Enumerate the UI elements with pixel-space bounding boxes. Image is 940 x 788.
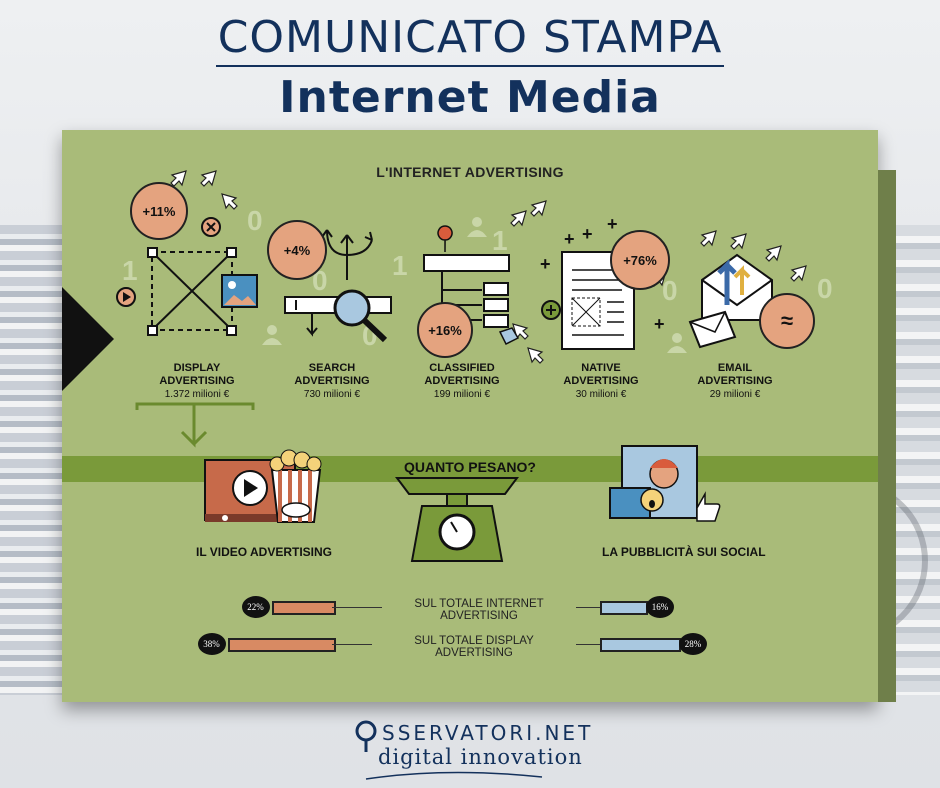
growth-badge-native: +76% [610, 230, 670, 290]
svg-text:+: + [540, 254, 551, 274]
social-advertising-label: LA PUBBLICITÀ SUI SOCIAL [602, 545, 766, 559]
growth-badge-display: +11% [130, 182, 188, 240]
image-icon [221, 274, 258, 308]
infographic-title: L'INTERNET ADVERTISING [376, 164, 564, 180]
classified-icon [423, 225, 520, 346]
left-arrow-icon [62, 287, 114, 391]
logo-swoosh [365, 771, 543, 780]
video-bar [271, 601, 336, 615]
email-icon [688, 253, 773, 349]
comparison-row-internet: 22% SUL TOTALE INTERNET ADVERTISING 16% [62, 595, 878, 622]
header-subtitle: Internet Media [279, 72, 661, 123]
growth-badge-classified: +16% [417, 302, 473, 358]
person-silhouettes [262, 217, 687, 353]
play-icon [116, 287, 136, 307]
growth-badge-email: ≈ [759, 293, 815, 349]
social-percent-badge: 28% [679, 633, 707, 655]
osservatori-logo: SSERVATORI.NET digital innovation [354, 719, 590, 783]
svg-text:+: + [607, 214, 618, 234]
category-classified: CLASSIFIED ADVERTISING 199 milioni € [424, 362, 500, 400]
category-display: DISPLAY ADVERTISING 1.372 milioni € [159, 362, 235, 400]
connector-arrow-icon [135, 402, 255, 448]
category-email: EMAIL ADVERTISING 29 milioni € [697, 362, 773, 400]
video-advertising-label: IL VIDEO ADVERTISING [196, 545, 333, 559]
svg-text:1: 1 [492, 225, 508, 256]
header-title: COMUNICATO STAMPA [0, 12, 940, 67]
social-bar [600, 638, 681, 652]
svg-text:1: 1 [122, 255, 138, 286]
svg-text:0: 0 [817, 273, 833, 304]
category-native: NATIVE ADVERTISING 30 milioni € [563, 362, 639, 400]
scale-icon [395, 477, 519, 562]
logo-line1: SSERVATORI.NET [382, 721, 594, 745]
video-percent-badge: 22% [241, 596, 270, 618]
logo-line2: digital innovation [378, 745, 583, 769]
popcorn-icon [269, 449, 322, 523]
category-search: SEARCH ADVERTISING 730 milioni € [294, 362, 370, 400]
infographic-card: L'INTERNET ADVERTISING 010 110 000 [62, 130, 896, 702]
svg-text:0: 0 [247, 205, 263, 236]
social-percent-badge: 16% [646, 596, 674, 618]
comparison-label: SUL TOTALE DISPLAY ADVERTISING [372, 635, 576, 659]
card-side [878, 170, 896, 702]
search-icon [284, 229, 392, 343]
map-pin-icon [355, 720, 377, 752]
growth-badge-search: +4% [267, 220, 327, 280]
cursor-arrows [170, 170, 807, 364]
video-percent-badge: 38% [197, 633, 226, 655]
svg-text:+: + [582, 224, 593, 244]
newspaper-stack-left [0, 225, 70, 695]
social-photo-icon [609, 445, 721, 522]
comparison-row-display: 38% SUL TOTALE DISPLAY ADVERTISING 28% [62, 632, 878, 659]
svg-text:+: + [564, 229, 575, 249]
comparison-label: SUL TOTALE INTERNET ADVERTISING [382, 598, 576, 622]
svg-text:1: 1 [392, 250, 408, 281]
svg-text:0: 0 [662, 275, 678, 306]
section-title-quanto-pesano: QUANTO PESANO? [404, 459, 536, 475]
video-bar [227, 638, 336, 652]
social-bar [600, 601, 648, 615]
svg-text:+: + [654, 314, 665, 334]
